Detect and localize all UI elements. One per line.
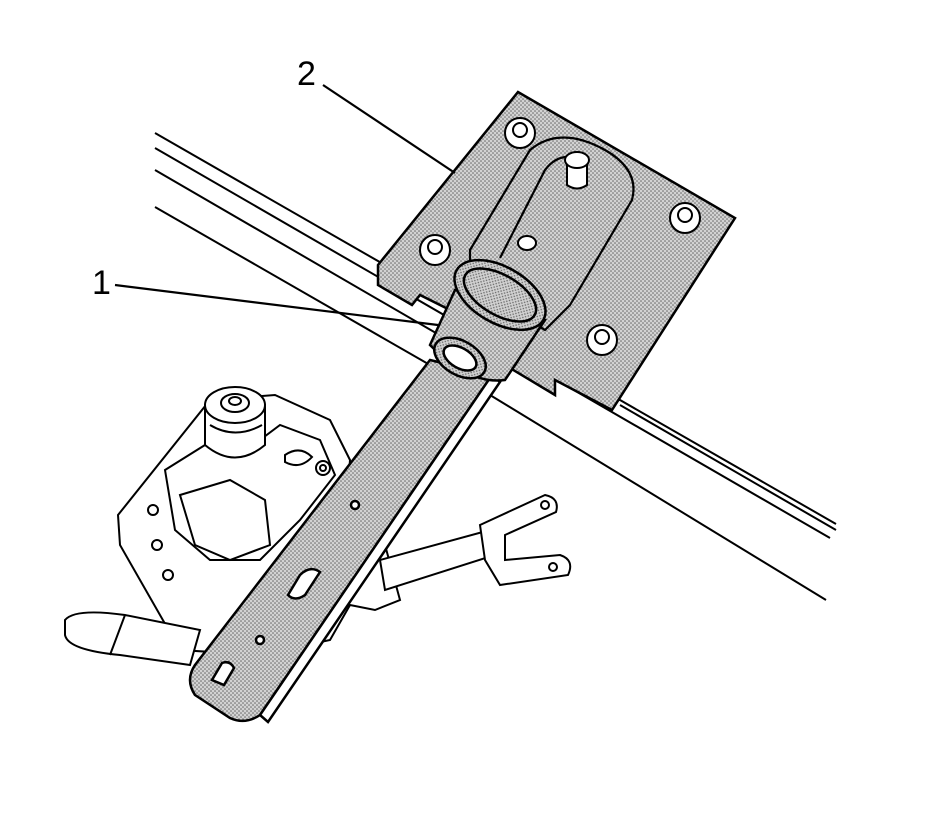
plate-bolts bbox=[419, 117, 701, 356]
stud-top bbox=[564, 151, 590, 190]
bolt-bottom bbox=[586, 324, 618, 356]
callout-1: 1 bbox=[92, 264, 439, 327]
bolt-left bbox=[419, 234, 451, 266]
bolt-top bbox=[504, 117, 536, 149]
housing-boss bbox=[204, 386, 266, 459]
callout-1-label: 1 bbox=[92, 264, 111, 302]
bolt-right bbox=[669, 202, 701, 234]
collar-adapter bbox=[428, 258, 547, 382]
shift-rod bbox=[378, 493, 572, 592]
plate-hole bbox=[517, 235, 537, 251]
handle-grip bbox=[64, 611, 202, 667]
callout-1-leader bbox=[114, 283, 439, 327]
callout-2-label: 2 bbox=[297, 55, 316, 93]
callout-2: 2 bbox=[297, 55, 456, 174]
callout-2-leader bbox=[322, 84, 456, 174]
